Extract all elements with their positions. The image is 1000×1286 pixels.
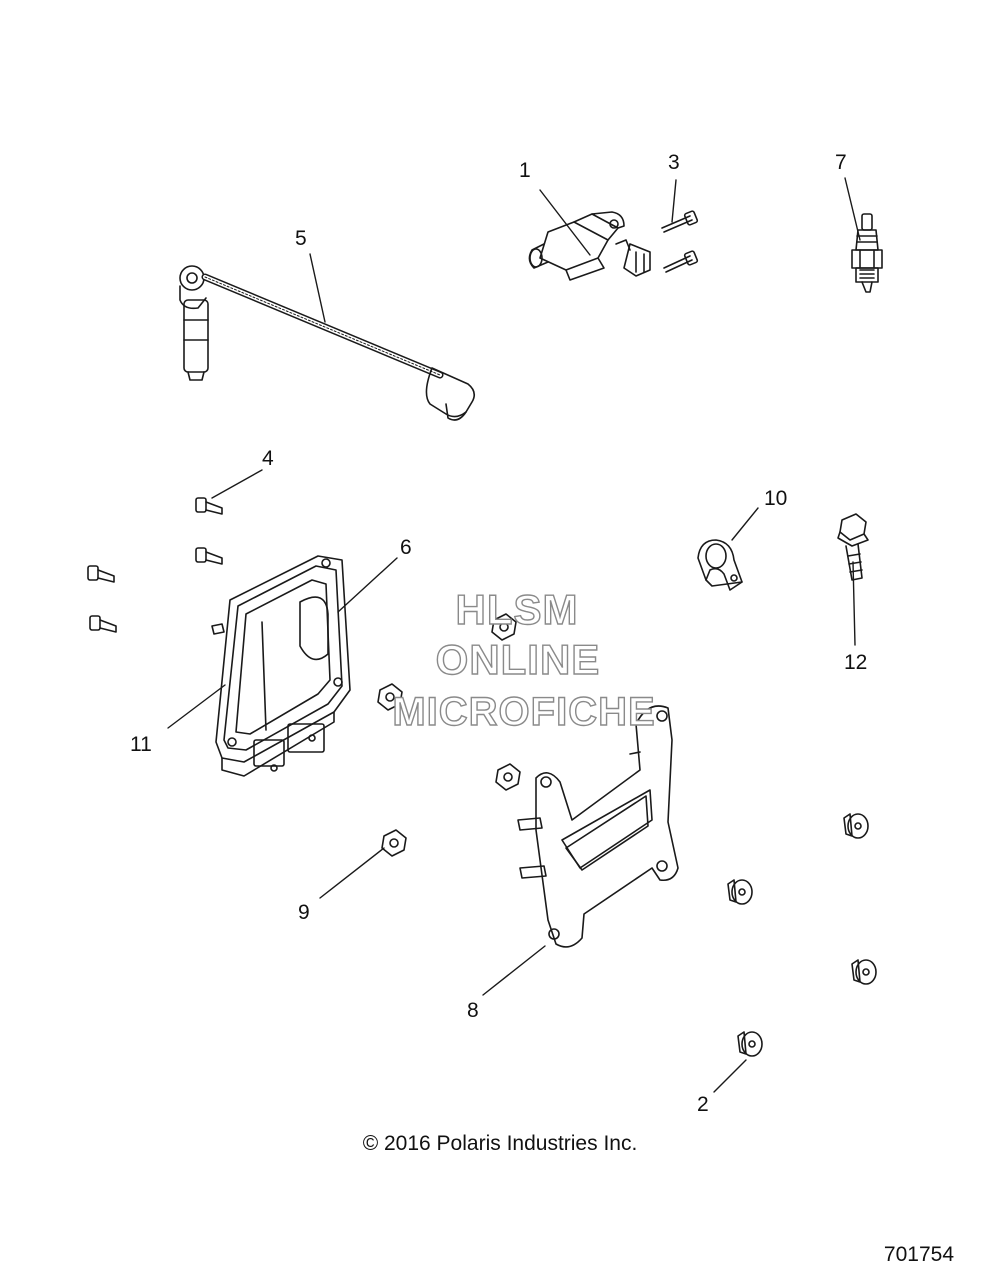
leader-lines [167, 177, 861, 1093]
callout-7: 7 [835, 151, 847, 174]
ignition-coil-part-1 [528, 211, 651, 281]
callout-2: 2 [697, 1093, 709, 1116]
callout-8: 8 [467, 999, 479, 1022]
callout-1: 1 [519, 159, 531, 182]
callout-5: 5 [295, 227, 307, 250]
coil-bolts-part-3 [661, 210, 699, 273]
callout-11: 11 [130, 733, 152, 756]
spark-plug-wire-part-5 [179, 265, 476, 421]
callout-3: 3 [668, 151, 680, 174]
screws-part-2 [727, 813, 877, 1057]
watermark-line-2: ONLINE [435, 635, 601, 683]
callout-6: 6 [400, 536, 412, 559]
nuts-part-9 [377, 613, 521, 857]
flange-bolt-part-12 [837, 513, 869, 581]
callout-9: 9 [298, 901, 310, 924]
callout-10: 10 [764, 487, 788, 510]
callout-4: 4 [262, 447, 274, 470]
bracket-part-8 [517, 705, 679, 948]
spark-plug-part-7 [851, 213, 883, 293]
callout-12: 12 [844, 651, 868, 674]
watermark-line-3: MICROFICHE [392, 689, 656, 734]
watermark-line-1: HLSM [455, 585, 579, 633]
ecu-screws-part-4 [87, 497, 223, 633]
copyright-notice: © 2016 Polaris Industries Inc. [362, 1132, 638, 1155]
ecu-module-part-6-11 [211, 555, 351, 777]
clamp-part-10 [697, 539, 743, 591]
document-number: 701754 [883, 1243, 954, 1266]
